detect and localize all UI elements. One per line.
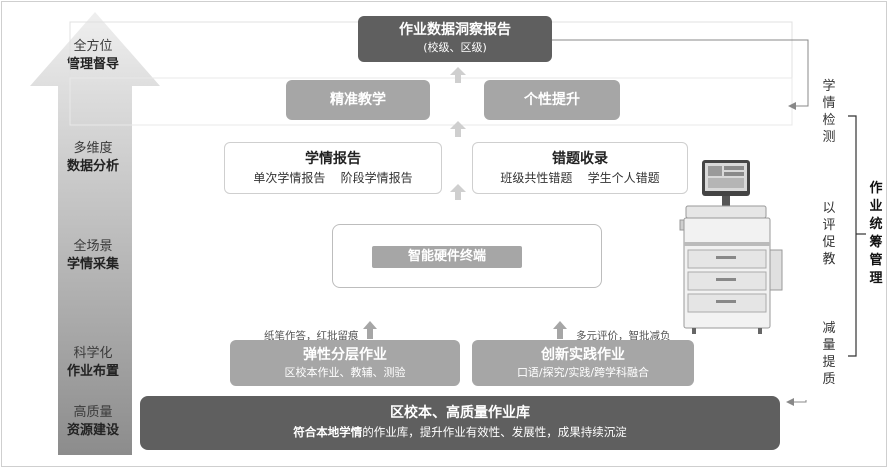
smart-hardware-terminal-box: 智能硬件终端 xyxy=(372,246,522,268)
vertical-char: 业 xyxy=(869,199,882,214)
reduce-improve-label: 减 量 提 质 xyxy=(821,320,837,388)
vertical-char: 减 xyxy=(822,321,835,336)
insight-report-box: 作业数据洞察报告 (校级、区级) xyxy=(358,16,552,62)
homework-library-title: 区校本、高质量作业库 xyxy=(140,403,780,423)
homework-library-sub-rest: 的作业库，提升作业有效性、发展性，成果持续沉淀 xyxy=(362,425,627,439)
homework-library-box: 区校本、高质量作业库 符合本地学情的作业库，提升作业有效性、发展性，成果持续沉淀 xyxy=(140,396,780,450)
vertical-char: 筹 xyxy=(869,235,882,250)
printer-terminal-illustration xyxy=(676,158,786,338)
vertical-char: 作 xyxy=(869,181,882,196)
vertical-char: 理 xyxy=(869,271,882,286)
learning-monitor-label: 学 情 检 测 xyxy=(821,78,837,146)
vertical-char: 情 xyxy=(822,96,835,111)
wrong-question-title: 错题收录 xyxy=(473,149,687,169)
evaluation-promote-label: 以 评 促 教 xyxy=(821,200,837,268)
homework-library-sub: 符合本地学情的作业库，提升作业有效性、发展性，成果持续沉淀 xyxy=(140,423,780,441)
up-arrow-icon xyxy=(449,66,467,84)
learning-report-title: 学情报告 xyxy=(225,149,441,169)
up-arrow-icon xyxy=(362,320,378,340)
vertical-char: 教 xyxy=(822,252,835,267)
tiered-homework-sub: 区校本作业、教辅、测验 xyxy=(230,365,460,381)
learning-report-box: 学情报告 单次学情报告 阶段学情报告 xyxy=(224,142,442,194)
precision-teaching-box: 精准教学 xyxy=(286,80,430,120)
overall-management-label: 作 业 统 筹 管 理 xyxy=(868,180,884,288)
vertical-char: 以 xyxy=(822,201,835,216)
tiered-homework-title: 弹性分层作业 xyxy=(230,345,460,365)
insight-report-scope: (校级、区级) xyxy=(358,40,552,55)
vertical-char: 评 xyxy=(822,218,835,233)
practice-homework-sub: 口语/探究/实践/跨学科融合 xyxy=(472,365,694,381)
up-arrow-icon xyxy=(449,120,467,138)
learning-report-items: 单次学情报告 阶段学情报告 xyxy=(225,169,441,187)
practice-homework-box: 创新实践作业 口语/探究/实践/跨学科融合 xyxy=(472,340,694,386)
vertical-char: 提 xyxy=(822,355,835,370)
up-arrow-icon xyxy=(552,320,568,340)
homework-library-sub-bold: 符合本地学情 xyxy=(293,425,362,439)
practice-homework-title: 创新实践作业 xyxy=(472,345,694,365)
wrong-question-items: 班级共性错题 学生个人错题 xyxy=(473,169,687,187)
up-arrow-icon xyxy=(449,183,467,201)
vertical-char: 学 xyxy=(822,79,835,94)
vertical-char: 促 xyxy=(822,235,835,250)
vertical-char: 量 xyxy=(822,338,835,353)
vertical-char: 管 xyxy=(869,253,882,268)
vertical-char: 测 xyxy=(822,130,835,145)
vertical-char: 检 xyxy=(822,113,835,128)
tiered-homework-box: 弹性分层作业 区校本作业、教辅、测验 xyxy=(230,340,460,386)
vertical-char: 质 xyxy=(822,372,835,387)
vertical-char: 统 xyxy=(869,217,882,232)
insight-report-title: 作业数据洞察报告 xyxy=(358,21,552,40)
wrong-question-box: 错题收录 班级共性错题 学生个人错题 xyxy=(472,142,688,194)
personalized-improvement-box: 个性提升 xyxy=(484,80,620,120)
